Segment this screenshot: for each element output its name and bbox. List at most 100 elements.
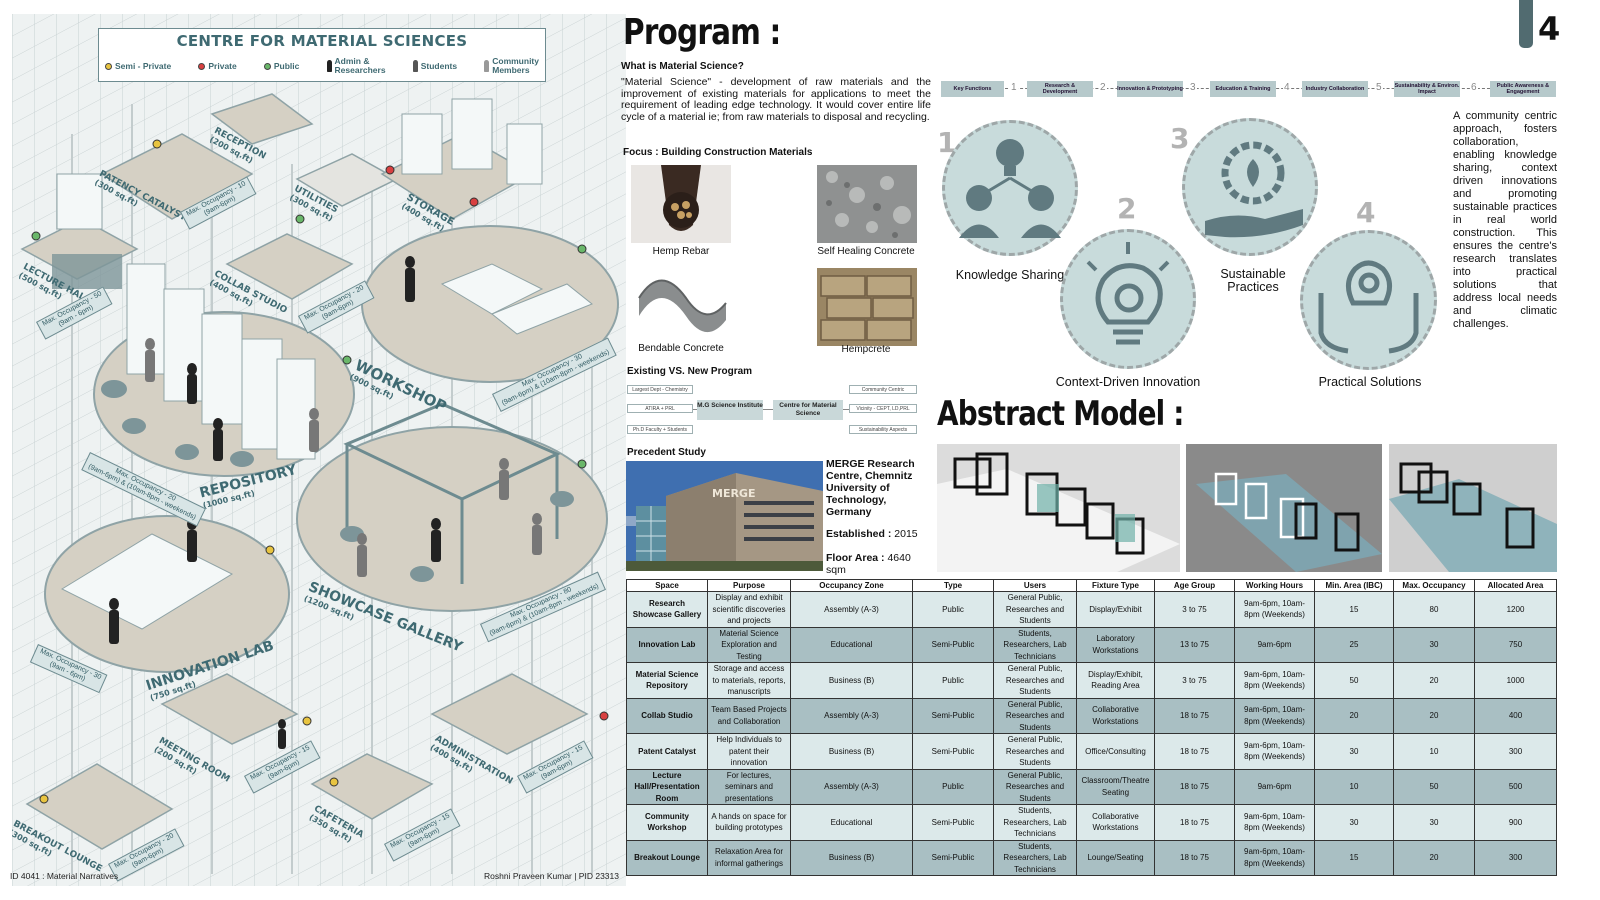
table-cell: 20 <box>1393 697 1475 734</box>
yellow-pin-icon <box>105 62 112 70</box>
bendable-concrete-image <box>631 268 731 346</box>
table-cell: Semi-Public <box>912 626 994 663</box>
table-cell: Breakout Lounge <box>626 839 708 876</box>
table-cell: 18 to 75 <box>1154 697 1235 734</box>
merge-sign-text: MERGE <box>712 487 755 500</box>
key-function-number: 1 <box>1010 82 1018 93</box>
scaffold-illustration <box>12 14 626 886</box>
material-caption-bendable: Bendable Concrete <box>638 343 724 354</box>
caption-practical-solutions: Practical Solutions <box>1318 375 1422 389</box>
table-header: Working Hours <box>1234 579 1315 592</box>
caption-context-driven: Context-Driven Innovation <box>1055 375 1201 389</box>
lightbulb-gear-icon <box>1086 242 1170 345</box>
legend-private: Private <box>198 61 237 71</box>
footer-course: ID 4041 : Material Narratives <box>10 871 119 881</box>
table-cell: General Public, Researches and Students <box>993 662 1077 699</box>
green-pin-icon <box>263 62 271 70</box>
new-item: Vicinity - CEPT, LD,PRL <box>849 404 917 413</box>
table-cell: Collaborative Workstations <box>1076 697 1155 734</box>
table-cell: 9am-6pm, 10am-8pm (Weekends) <box>1234 697 1315 734</box>
key-function-number: 2 <box>1099 82 1107 93</box>
legend-items: Semi - Private Private Public Admin &Res… <box>105 57 539 75</box>
table-cell: 18 to 75 <box>1154 733 1235 770</box>
table-cell: 9am-6pm, 10am-8pm (Weekends) <box>1234 591 1315 628</box>
table-cell: 30 <box>1393 804 1475 841</box>
table-cell: Students, Researchers, Lab Technicians <box>993 839 1077 876</box>
hand-gear-leaf-icon <box>1205 141 1303 238</box>
table-cell: A hands on space for building prototypes <box>707 804 791 841</box>
knowledge-sharing-circle <box>942 120 1078 256</box>
table-header: Fixture Type <box>1076 579 1155 592</box>
table-cell: General Public, Researches and Students <box>993 768 1077 805</box>
table-cell: Assembly (A-3) <box>790 768 913 805</box>
table-cell: Research Showcase Gallery <box>626 591 708 628</box>
key-function-number: 3 <box>1189 82 1197 93</box>
table-cell: 10 <box>1393 733 1475 770</box>
table-cell: 300 <box>1474 839 1557 876</box>
table-cell: 15 <box>1314 839 1394 876</box>
table-cell: Educational <box>790 804 913 841</box>
table-cell: Business (B) <box>790 839 913 876</box>
table-cell: 9am-6pm <box>1234 768 1315 805</box>
abstract-model-render-3 <box>1389 444 1557 572</box>
table-header: Type <box>912 579 994 592</box>
table-header: Purpose <box>707 579 791 592</box>
hemp-rebar-image <box>631 165 731 243</box>
table-cell: For lectures, seminars and presentations <box>707 768 791 805</box>
person-light-icon <box>484 60 490 72</box>
precedent-established: Established : 2015 <box>826 528 918 540</box>
table-cell: 50 <box>1393 768 1475 805</box>
table-cell: Public <box>912 768 994 805</box>
table-cell: 18 to 75 <box>1154 839 1235 876</box>
table-cell: Community Workshop <box>626 804 708 841</box>
table-cell: Team Based Projects and Collaboration <box>707 697 791 734</box>
lightbulb-people-icon <box>959 139 1061 238</box>
practical-solutions-circle <box>1300 230 1437 370</box>
table-cell: Help Individuals to patent their innovat… <box>707 733 791 770</box>
existing-heading: Existing VS. New Program <box>627 366 753 377</box>
new-item: Sustainability Aspects <box>849 425 917 434</box>
table-cell: 3 to 75 <box>1154 591 1235 628</box>
table-cell: Classroom/Theatre Seating <box>1076 768 1155 805</box>
table-cell: 18 to 75 <box>1154 768 1235 805</box>
table-cell: Storage and access to materials, reports… <box>707 662 791 699</box>
key-function-item: Research & Development <box>1027 81 1093 97</box>
table-cell: Innovation Lab <box>626 626 708 663</box>
table-cell: 30 <box>1393 626 1475 663</box>
table-cell: 50 <box>1314 662 1394 699</box>
precedent-heading: Precedent Study <box>627 447 706 458</box>
what-heading: What is Material Science? <box>621 61 744 72</box>
table-cell: 9am-6pm, 10am-8pm (Weekends) <box>1234 662 1315 699</box>
abstract-model-heading: Abstract Model : <box>937 394 1184 434</box>
what-text: "Material Science" - development of raw … <box>621 76 931 123</box>
hands-lightbulb-icon <box>1318 260 1419 354</box>
table-cell: 750 <box>1474 626 1557 663</box>
self-healing-concrete-image <box>817 165 917 243</box>
red-pin-icon <box>198 62 206 70</box>
table-cell: 80 <box>1393 591 1475 628</box>
key-function-item: Industry Collaboration <box>1302 81 1368 97</box>
table-cell: 500 <box>1474 768 1557 805</box>
precedent-name: MERGE Research Centre, Chemnitz Universi… <box>826 458 915 518</box>
table-cell: 300 <box>1474 733 1557 770</box>
table-cell: Semi-Public <box>912 839 994 876</box>
key-function-number: 4 <box>1283 82 1291 93</box>
legend-semi-private: Semi - Private <box>105 61 171 71</box>
key-function-item: Sustainability & Environ. Impact <box>1394 81 1460 97</box>
table-cell: Lecture Hall/Presentation Room <box>626 768 708 805</box>
legend-students: Students <box>412 60 457 72</box>
table-cell: 1000 <box>1474 662 1557 699</box>
new-item: Community Centric <box>849 385 917 394</box>
legend: CENTRE FOR MATERIAL SCIENCES Semi - Priv… <box>98 28 546 82</box>
table-cell: 25 <box>1314 626 1394 663</box>
table-cell: Business (B) <box>790 662 913 699</box>
person-mid-icon <box>412 60 418 72</box>
table-cell: Collab Studio <box>626 697 708 734</box>
table-cell: Patent Catalyst <box>626 733 708 770</box>
program-heading: Program : <box>623 12 781 53</box>
table-cell: 1200 <box>1474 591 1557 628</box>
table-cell: General Public, Researches and Students <box>993 697 1077 734</box>
